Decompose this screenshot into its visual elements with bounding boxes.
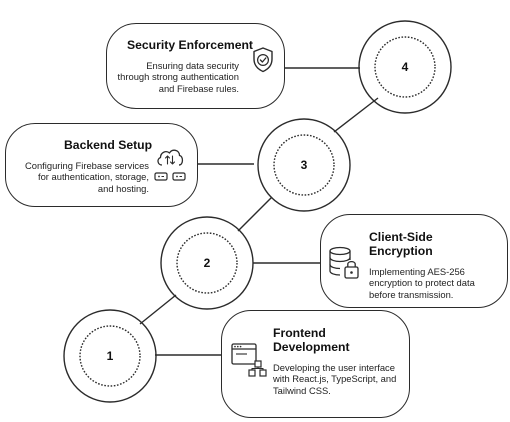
path-1-2: [139, 294, 177, 325]
browser-window-icon: [231, 343, 267, 377]
step-1-card: Frontend Development Developing the user…: [221, 310, 410, 418]
step-4-inner-ring: [374, 36, 436, 98]
step-2-card: Client-Side Encryption Implementing AES-…: [320, 214, 508, 308]
step-3-description: Configuring Firebase services for authen…: [24, 160, 149, 194]
step-3-circle: [257, 118, 351, 212]
step-2-number: 2: [203, 256, 211, 270]
step-4-circle: [358, 20, 452, 114]
step-1-inner-ring: [79, 325, 141, 387]
step-1-title: Frontend Development: [273, 326, 350, 354]
step-4-description: Ensuring data security through strong au…: [117, 60, 239, 94]
path-2-3: [237, 196, 273, 232]
step-2-title: Client-Side Encryption: [369, 230, 433, 258]
step-2-description: Implementing AES-256 encryption to prote…: [369, 266, 475, 300]
cloud-server-icon: [154, 149, 186, 181]
step-1-number: 1: [106, 349, 114, 363]
step-4-card: Security Enforcement Ensuring data secur…: [106, 23, 285, 109]
step-3-card: Backend Setup Configuring Firebase servi…: [5, 123, 198, 207]
path-3-4: [333, 97, 379, 133]
database-lock-icon: [329, 246, 359, 279]
step-2-circle: [160, 216, 254, 310]
step-2-inner-ring: [176, 232, 238, 294]
step-1-circle: [63, 309, 157, 403]
step-4-number: 4: [401, 60, 409, 74]
shield-check-icon: [253, 47, 273, 73]
step-3-inner-ring: [273, 134, 335, 196]
step-3-title: Backend Setup: [64, 138, 153, 152]
step-1-description: Developing the user interface with React…: [273, 362, 397, 396]
step-3-number: 3: [300, 158, 308, 172]
step-4-title: Security Enforcement: [127, 38, 253, 52]
